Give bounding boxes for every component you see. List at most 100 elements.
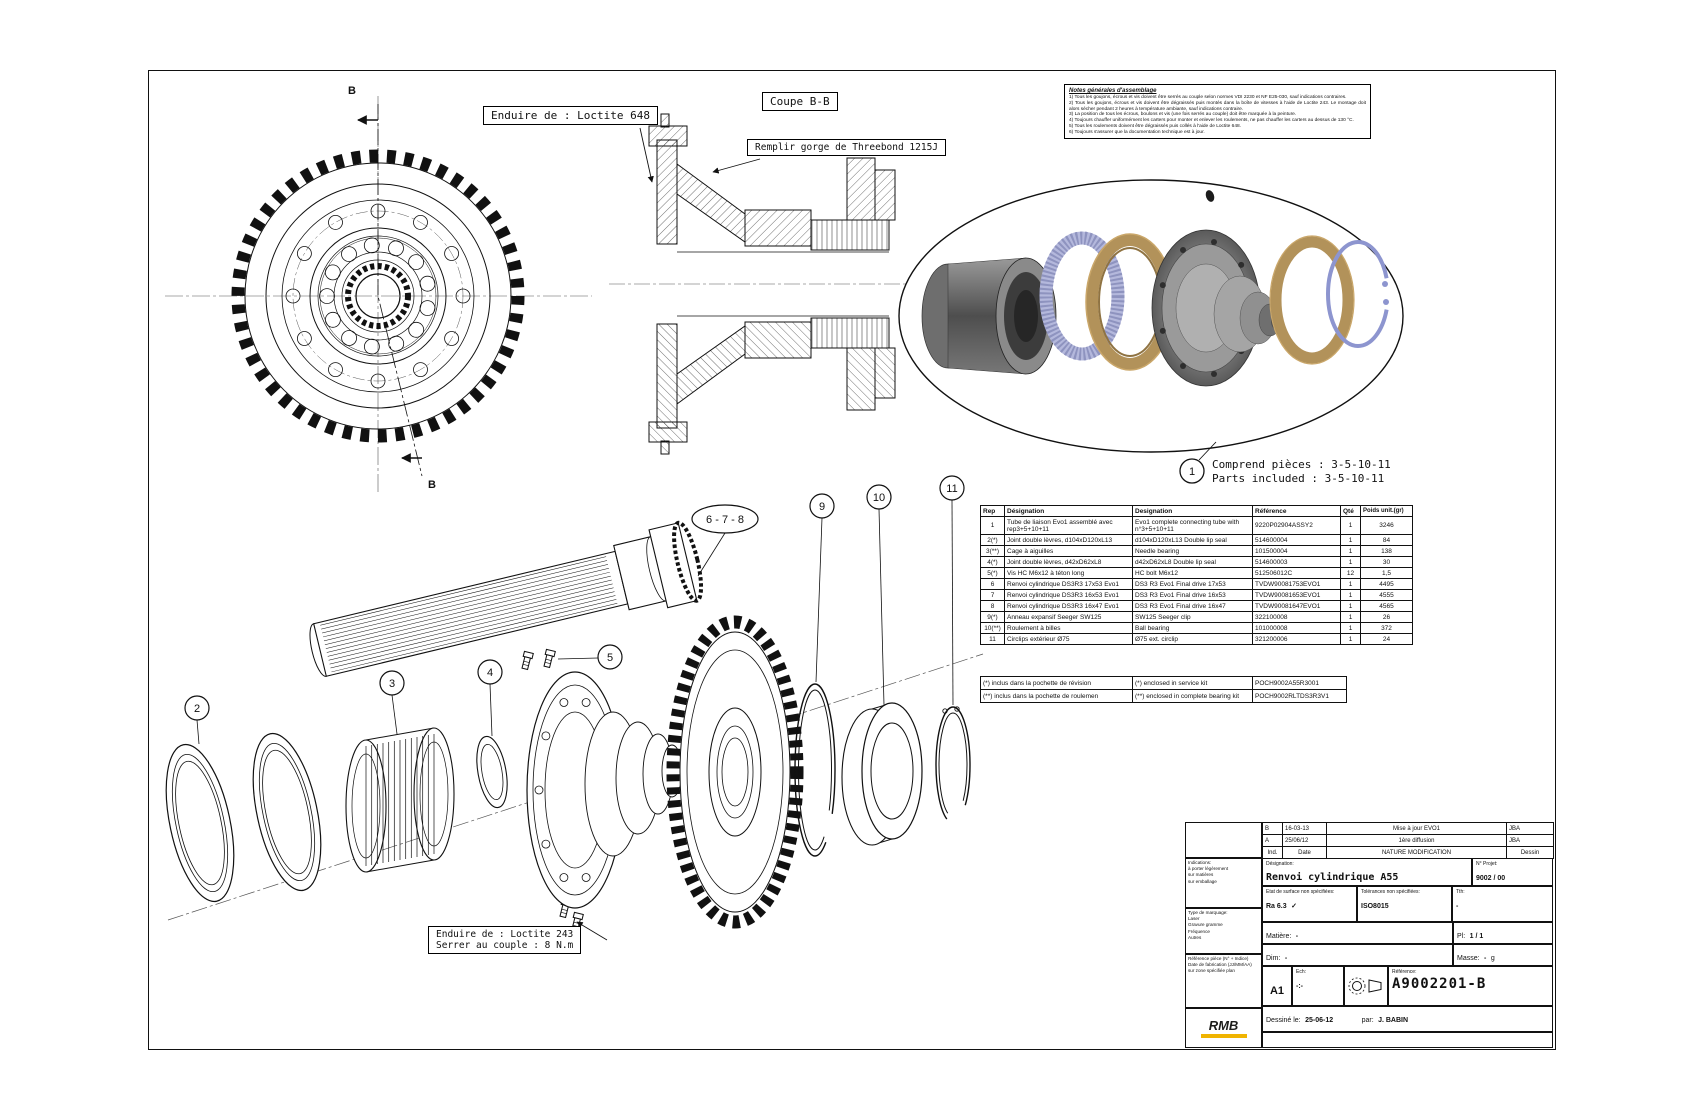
coupling-teeth xyxy=(672,520,704,603)
marking-line: à porter légèrement xyxy=(1188,866,1229,872)
detail-circle xyxy=(581,873,591,882)
balloon-11-label: 11 xyxy=(946,483,957,495)
annotation-coupe-bb: Coupe B-B xyxy=(762,92,838,111)
format-cell: A1 xyxy=(1262,966,1292,1006)
tolerance-cell: Tolérances non spécifiées: ISO8015 xyxy=(1357,886,1452,922)
kit-cell-fr: (*) inclus dans la pochette de révision xyxy=(980,676,1133,690)
kit-cell-en: (**) enclosed in complete bearing kit xyxy=(1132,689,1253,703)
detail-circle xyxy=(444,331,460,346)
section-upper-half xyxy=(648,113,896,253)
exploded-2d-view: 2 3 4 5 6 - 7 - 8 9 10 11 xyxy=(165,475,984,932)
parts-cell-en: Ball bearing xyxy=(1132,622,1253,634)
detail-circle xyxy=(559,698,569,707)
annotation-threebond: Remplir gorge de Threebond 1215J xyxy=(747,139,947,156)
parts-cell-rep: 8 xyxy=(980,600,1005,612)
detail-circle xyxy=(324,311,341,328)
sheet-cell: Pl: 1 / 1 xyxy=(1453,922,1553,944)
section-label-bottom: B xyxy=(428,479,436,491)
screw-5a xyxy=(519,650,534,671)
spline-line xyxy=(325,579,612,649)
section-bolt xyxy=(660,113,670,128)
detail-circle xyxy=(370,373,386,389)
detail-circle xyxy=(328,362,343,378)
parts-cell-poids: 30 xyxy=(1360,556,1413,568)
header-weight: Poids unit.(gr) xyxy=(1360,505,1413,517)
part-circlip-3d xyxy=(1326,240,1390,348)
parts-cell-poids: 372 xyxy=(1360,622,1413,634)
surface-check-icon: ✓ xyxy=(1291,903,1297,910)
detail-circle xyxy=(1159,327,1166,334)
part-large-gear xyxy=(666,615,804,929)
parts-cell-rep: 9(*) xyxy=(980,611,1005,623)
parts-cell-poids: 4555 xyxy=(1360,589,1413,601)
surface-label: Etat de surface non spécifiées: xyxy=(1266,889,1335,895)
kit-table: (*) inclus dans la pochette de révision(… xyxy=(980,676,1347,703)
parts-cell-qte: 1 xyxy=(1340,534,1361,546)
spline-line xyxy=(331,603,618,673)
marking-line: sur zone spécifiée plan xyxy=(1188,968,1235,974)
balloon-4 xyxy=(477,659,503,685)
gear-front-view: B B xyxy=(165,85,592,493)
assembly-notes-box: Notes générales d'assemblage 1) Tous les… xyxy=(1064,84,1371,140)
detail-circle xyxy=(324,264,341,281)
parts-cell-qte: 1 xyxy=(1340,600,1361,612)
parts-cell-en: DS3 R3 Evo1 Final drive 16x47 xyxy=(1132,600,1253,612)
drawn-cell: Dessiné le: 25-06-12 par: J. BABIN xyxy=(1262,1006,1553,1032)
spline-line xyxy=(321,560,608,630)
parts-cell-poids: 1,5 xyxy=(1360,567,1413,579)
parts-cell-ref: 514600004 xyxy=(1252,534,1341,546)
header-designation-en: Designation xyxy=(1132,505,1253,517)
detail-circle xyxy=(541,731,551,741)
part-circlip-11 xyxy=(935,706,971,824)
detail-circle xyxy=(341,330,358,346)
header-reference: Référence xyxy=(1252,505,1341,517)
mass-cell: Masse: - g xyxy=(1453,944,1553,966)
balloon-5 xyxy=(597,644,623,670)
detail-circle xyxy=(388,335,405,352)
parts-cell-fr: Renvoi cylindrique DS3R3 16x53 Evo1 xyxy=(1004,589,1133,601)
parts-cell-poids: 24 xyxy=(1360,633,1413,645)
parts-cell-fr: Tube de liaison Evo1 assemblé avec rep3+… xyxy=(1004,516,1133,535)
project-label: N° Projet: xyxy=(1476,861,1498,867)
detail-circle xyxy=(319,288,335,305)
assembly-note-item: 6) Toujours s'assurer que la documentati… xyxy=(1069,129,1205,135)
detail-circle xyxy=(363,338,380,355)
mass-value: - xyxy=(1484,955,1487,962)
dim-cell: Dim: - xyxy=(1262,944,1453,966)
scale-label: Ech: xyxy=(1296,969,1307,975)
parts-cell-en: d104xD120xL13 Double lip seal xyxy=(1132,534,1253,546)
parts-cell-qte: 1 xyxy=(1340,545,1361,557)
parts-cell-fr: Roulement à billes xyxy=(1004,622,1133,634)
section-lower-half xyxy=(648,315,896,455)
detail-circle xyxy=(444,246,460,261)
surface-value: Ra 6.3 xyxy=(1266,903,1287,910)
annotation-loctite-243: Enduire de : Loctite 243 Serrer au coupl… xyxy=(428,926,582,954)
gear-bearing-balls xyxy=(319,237,436,355)
parts-cell-qte: 1 xyxy=(1340,611,1361,623)
spline-line xyxy=(327,587,614,657)
reference-cell: Référence: A9002201-B xyxy=(1388,966,1553,1006)
detail-circle xyxy=(296,246,312,261)
spline-line xyxy=(330,599,617,669)
marking-line: Laser xyxy=(1188,916,1200,922)
header-designation-fr: Désignation xyxy=(1004,505,1133,517)
part-seal-4 xyxy=(476,735,508,809)
parts-cell-ref: 101000008 xyxy=(1252,622,1341,634)
parts-cell-fr: Anneau expansif Seeger SW125 xyxy=(1004,611,1133,623)
balloon-9 xyxy=(809,493,835,519)
section-bell xyxy=(676,163,746,243)
detail-circle xyxy=(541,839,551,849)
parts-cell-ref: 101500004 xyxy=(1252,545,1341,557)
parts-cell-en: Needle bearing xyxy=(1132,545,1253,557)
revision-cell-nature: 1ère diffusion xyxy=(1326,834,1507,847)
tth-cell: Tth: - xyxy=(1452,886,1553,922)
detail-circle xyxy=(388,240,404,257)
parts-cell-qte: 1 xyxy=(1340,622,1361,634)
dim-value: - xyxy=(1284,955,1288,962)
